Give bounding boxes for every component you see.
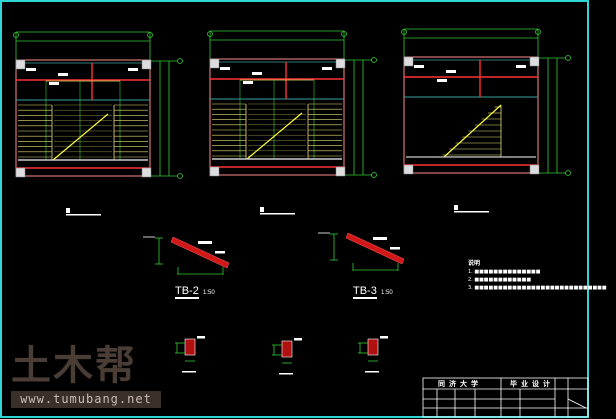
annotation-text [390,247,400,250]
axis-marker [177,173,183,179]
watermark-logo: 土木帮 [11,343,137,389]
section-title-underline [279,373,293,375]
stair-wall-outline [403,56,539,174]
detail-scale-tb3: 1:50 [381,290,393,296]
axis-marker [13,32,19,38]
note-item: 3. ■■■■■■■■■■■■■■■■■■■■■■■■■■■■ [468,285,607,291]
title-block [422,377,589,418]
column [529,164,540,175]
axis-marker [565,170,571,176]
annotation-text [26,68,36,71]
annotation-text [446,70,456,73]
note-item: 2. ■■■■■■■■■■■■ [468,277,532,283]
annotation-text [49,82,59,85]
detail-label-tb2: TB-2 [175,285,199,299]
stair-slab-detail-2 [143,236,230,275]
stair-plan-1 [13,31,183,216]
cut-line [52,113,109,161]
stair-slab-detail-3 [318,232,405,271]
annotation-text [294,338,302,341]
annotation-text [414,65,424,68]
notes-heading: 说明 [468,260,481,267]
beam-section-3 [358,336,388,373]
column [209,58,220,69]
section-title-underline [365,371,379,373]
column [15,167,26,178]
column [15,59,26,70]
annotation-text [215,251,225,254]
axis-marker [341,31,347,37]
watermark-url: www.tumubang.net [11,391,161,408]
drawing-border [0,0,589,418]
beam-section [367,338,379,356]
annotation-text [128,68,138,71]
annotation-text [380,336,388,339]
plan-title-text [260,207,264,212]
column [335,166,346,177]
plan-title-underline [66,214,101,216]
annotation-text [198,241,212,244]
beam-section [281,340,293,358]
column [403,164,414,175]
plan-title-text [454,205,458,210]
detail-label-tb3: TB-3 [353,285,377,299]
annotation-text [243,81,253,84]
column [335,58,346,69]
annotation-text [197,336,205,339]
axis-marker [371,172,377,178]
stair-wall-outline [209,58,345,176]
slab-section [345,232,405,265]
plan-title-text [66,208,70,213]
axis-marker [207,31,213,37]
column [141,167,152,178]
stair-wall-outline [15,59,151,177]
column [209,166,220,177]
annotation-text [58,73,68,76]
column [529,56,540,67]
beam-section [184,338,196,356]
axis-marker [565,55,571,61]
plan-title-underline [260,213,295,215]
beam-section-1 [175,336,205,373]
column [403,56,414,67]
annotation-text [220,67,230,70]
plan-title-underline [454,211,489,213]
axis-marker [147,32,153,38]
stair-plan-2 [207,30,377,215]
annotation-text [252,72,262,75]
title-block-school: 同济大学 [438,380,482,388]
design-notes: 说明 1. ■■■■■■■■■■■■■■ 2. ■■■■■■■■■■■■ 3. … [468,260,607,292]
axis-marker [401,29,407,35]
axis-marker [535,29,541,35]
axis-marker [371,57,377,63]
column [141,59,152,70]
note-item: 1. ■■■■■■■■■■■■■■ [468,269,541,275]
cut-line [246,112,303,160]
slab-section [170,236,230,269]
annotation-text [516,65,526,68]
cut-line [443,104,502,158]
axis-marker [177,58,183,64]
detail-scale-tb2: 1:50 [203,290,215,296]
title-block-project: 毕业设计 [510,380,554,388]
annotation-text [437,79,447,82]
section-title-underline [182,371,196,373]
beam-section-2 [272,338,302,375]
stair-plan-3 [401,28,571,213]
annotation-text [373,237,387,240]
annotation-text [322,67,332,70]
